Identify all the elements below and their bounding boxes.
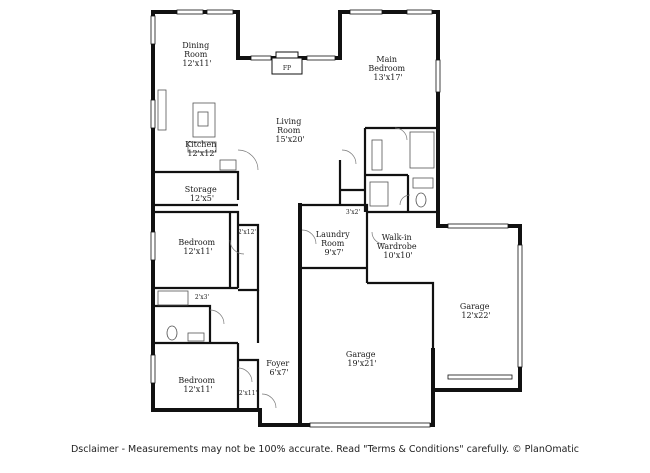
- foyer-name: Foyer: [266, 359, 289, 368]
- interior-walls: [153, 126, 438, 425]
- foyer-label: Foyer 6'x7': [266, 359, 292, 377]
- bedroom-2-label: Bedroom 12'x11': [178, 376, 217, 394]
- bedroom-1-name: Bedroom: [178, 238, 215, 247]
- bedroom-2-name: Bedroom: [178, 376, 215, 385]
- door-swings: [209, 127, 411, 409]
- living-name-2: Room: [277, 126, 301, 135]
- exterior-walls: [151, 10, 522, 427]
- laundry-name-1: Laundry: [316, 230, 350, 239]
- closet-main-label: 3'x2': [346, 209, 361, 216]
- main-bedroom-label: Main Bedroom 13'x17': [368, 55, 407, 82]
- kitchen-label: Kitchen 12'x12': [185, 140, 219, 158]
- closet-bed1-label: 2'x12': [238, 229, 256, 236]
- garage-main-label: Garage 19'x21': [346, 350, 378, 368]
- bedroom-2-size: 12'x11': [183, 385, 212, 394]
- dining-name-2: Room: [184, 50, 208, 59]
- garage-main-name: Garage: [346, 350, 376, 359]
- bath-fixtures: [157, 131, 435, 342]
- room-labels: Dining Room 12'x11' Living Room 15'x20' …: [178, 41, 492, 394]
- fireplace: FP: [271, 51, 303, 75]
- fireplace-label: FP: [283, 65, 291, 72]
- living-name-1: Living: [276, 117, 301, 126]
- bedroom-1-size: 12'x11': [183, 247, 212, 256]
- main-bedroom-name-1: Main: [376, 55, 397, 64]
- walkin-wardrobe-label: Walk-in Wardrobe 10'x10': [377, 233, 419, 260]
- garage-main-size: 19'x21': [347, 359, 376, 368]
- kitchen-fixtures: [157, 89, 237, 171]
- closet-labels: 3'x2' 2'x12' 2'x3' 2'x11': [195, 209, 361, 397]
- walkin-name-1: Walk-in: [382, 233, 412, 242]
- living-size: 15'x20': [275, 135, 304, 144]
- dining-room-label: Dining Room 12'x11': [182, 41, 212, 68]
- kitchen-size: 12'x12': [187, 149, 216, 158]
- laundry-size: 9'x7': [324, 248, 343, 257]
- kitchen-name: Kitchen: [185, 140, 216, 149]
- walkin-name-2: Wardrobe: [377, 242, 417, 251]
- windows: [150, 9, 523, 428]
- garage-side-label: Garage 12'x22': [460, 302, 492, 320]
- walkin-size: 10'x10': [383, 251, 412, 260]
- garage-side-name: Garage: [460, 302, 490, 311]
- main-bedroom-name-2: Bedroom: [368, 64, 405, 73]
- laundry-label: Laundry Room 9'x7': [316, 230, 352, 257]
- garage-side-size: 12'x22': [461, 311, 490, 320]
- storage-label: Storage 12'x5': [185, 185, 220, 203]
- dining-size: 12'x11': [182, 59, 211, 68]
- closet-bed2-label: 2'x11': [239, 390, 257, 397]
- disclaimer-text: Dsclaimer - Measurements may not be 100%…: [70, 444, 579, 455]
- foyer-size: 6'x7': [269, 368, 288, 377]
- storage-name: Storage: [185, 185, 217, 194]
- storage-size: 12'x5': [190, 194, 214, 203]
- laundry-name-2: Room: [321, 239, 345, 248]
- bath-small-label: 2'x3': [195, 294, 210, 301]
- main-bedroom-size: 13'x17': [373, 73, 402, 82]
- living-room-label: Living Room 15'x20': [275, 117, 304, 144]
- bedroom-1-label: Bedroom 12'x11': [178, 238, 217, 256]
- dining-name-1: Dining: [182, 41, 209, 50]
